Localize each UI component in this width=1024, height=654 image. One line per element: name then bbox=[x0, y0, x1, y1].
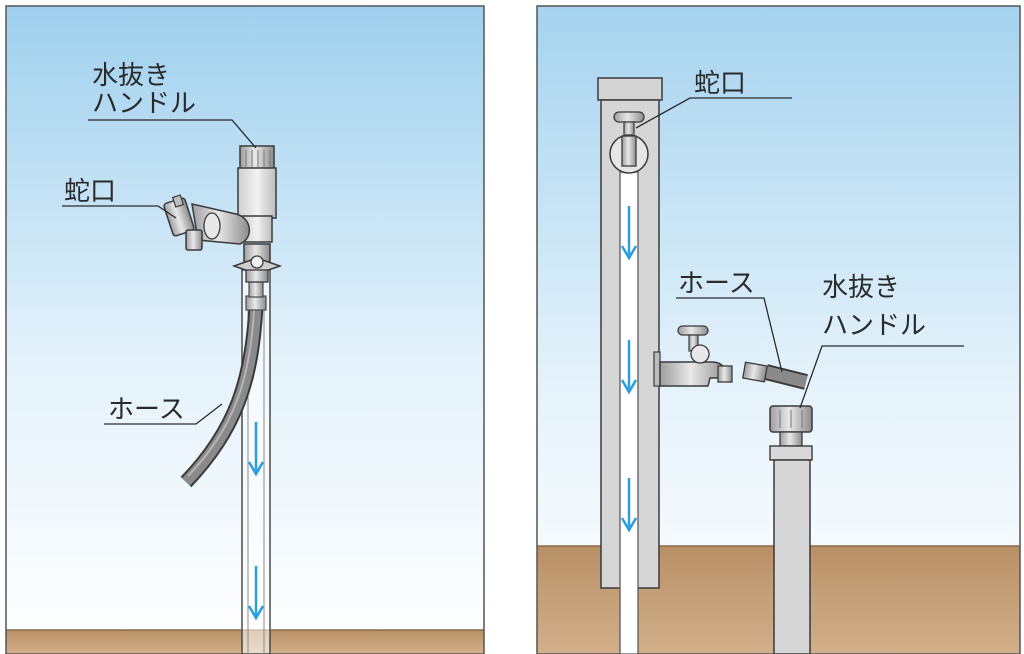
flow-arrow-icon bbox=[620, 245, 638, 261]
flow-arrow-icon bbox=[620, 379, 638, 395]
right-faucet-label: 蛇口 bbox=[694, 69, 746, 99]
flow-arrow-icon bbox=[247, 461, 265, 477]
right-panel: 蛇口 ホース 水抜き ハンドル bbox=[536, 5, 1021, 654]
left-hose-label: ホース bbox=[108, 395, 185, 425]
left-panel: 水抜き ハンドル 蛇口 ホース bbox=[5, 5, 485, 654]
right-drain-handle-label-line2: ハンドル bbox=[822, 311, 926, 341]
right-hose bbox=[742, 361, 808, 390]
left-leader-lines bbox=[62, 119, 257, 425]
right-leader-lines bbox=[635, 97, 964, 409]
flow-arrow-icon bbox=[620, 517, 638, 533]
left-panel-frame bbox=[5, 5, 485, 654]
drain-handle-cap bbox=[239, 145, 275, 171]
right-drain-handle-label-line1: 水抜き bbox=[822, 273, 900, 303]
left-faucet-label: 蛇口 bbox=[64, 177, 116, 207]
right-hose-label: ホース bbox=[678, 269, 755, 299]
left-flow-arrows bbox=[247, 422, 265, 621]
right-panel-frame bbox=[536, 5, 1021, 654]
left-drain-handle-unit bbox=[163, 145, 283, 283]
drain-handle-body bbox=[237, 167, 277, 219]
left-hose bbox=[180, 281, 267, 488]
left-drain-handle-label-line2: ハンドル bbox=[92, 89, 196, 119]
right-flow-arrows bbox=[620, 206, 638, 533]
flow-arrow-icon bbox=[247, 605, 265, 621]
right-side-faucet bbox=[653, 325, 733, 387]
left-drain-handle-label-line1: 水抜き bbox=[92, 61, 170, 91]
right-small-post bbox=[769, 405, 813, 654]
